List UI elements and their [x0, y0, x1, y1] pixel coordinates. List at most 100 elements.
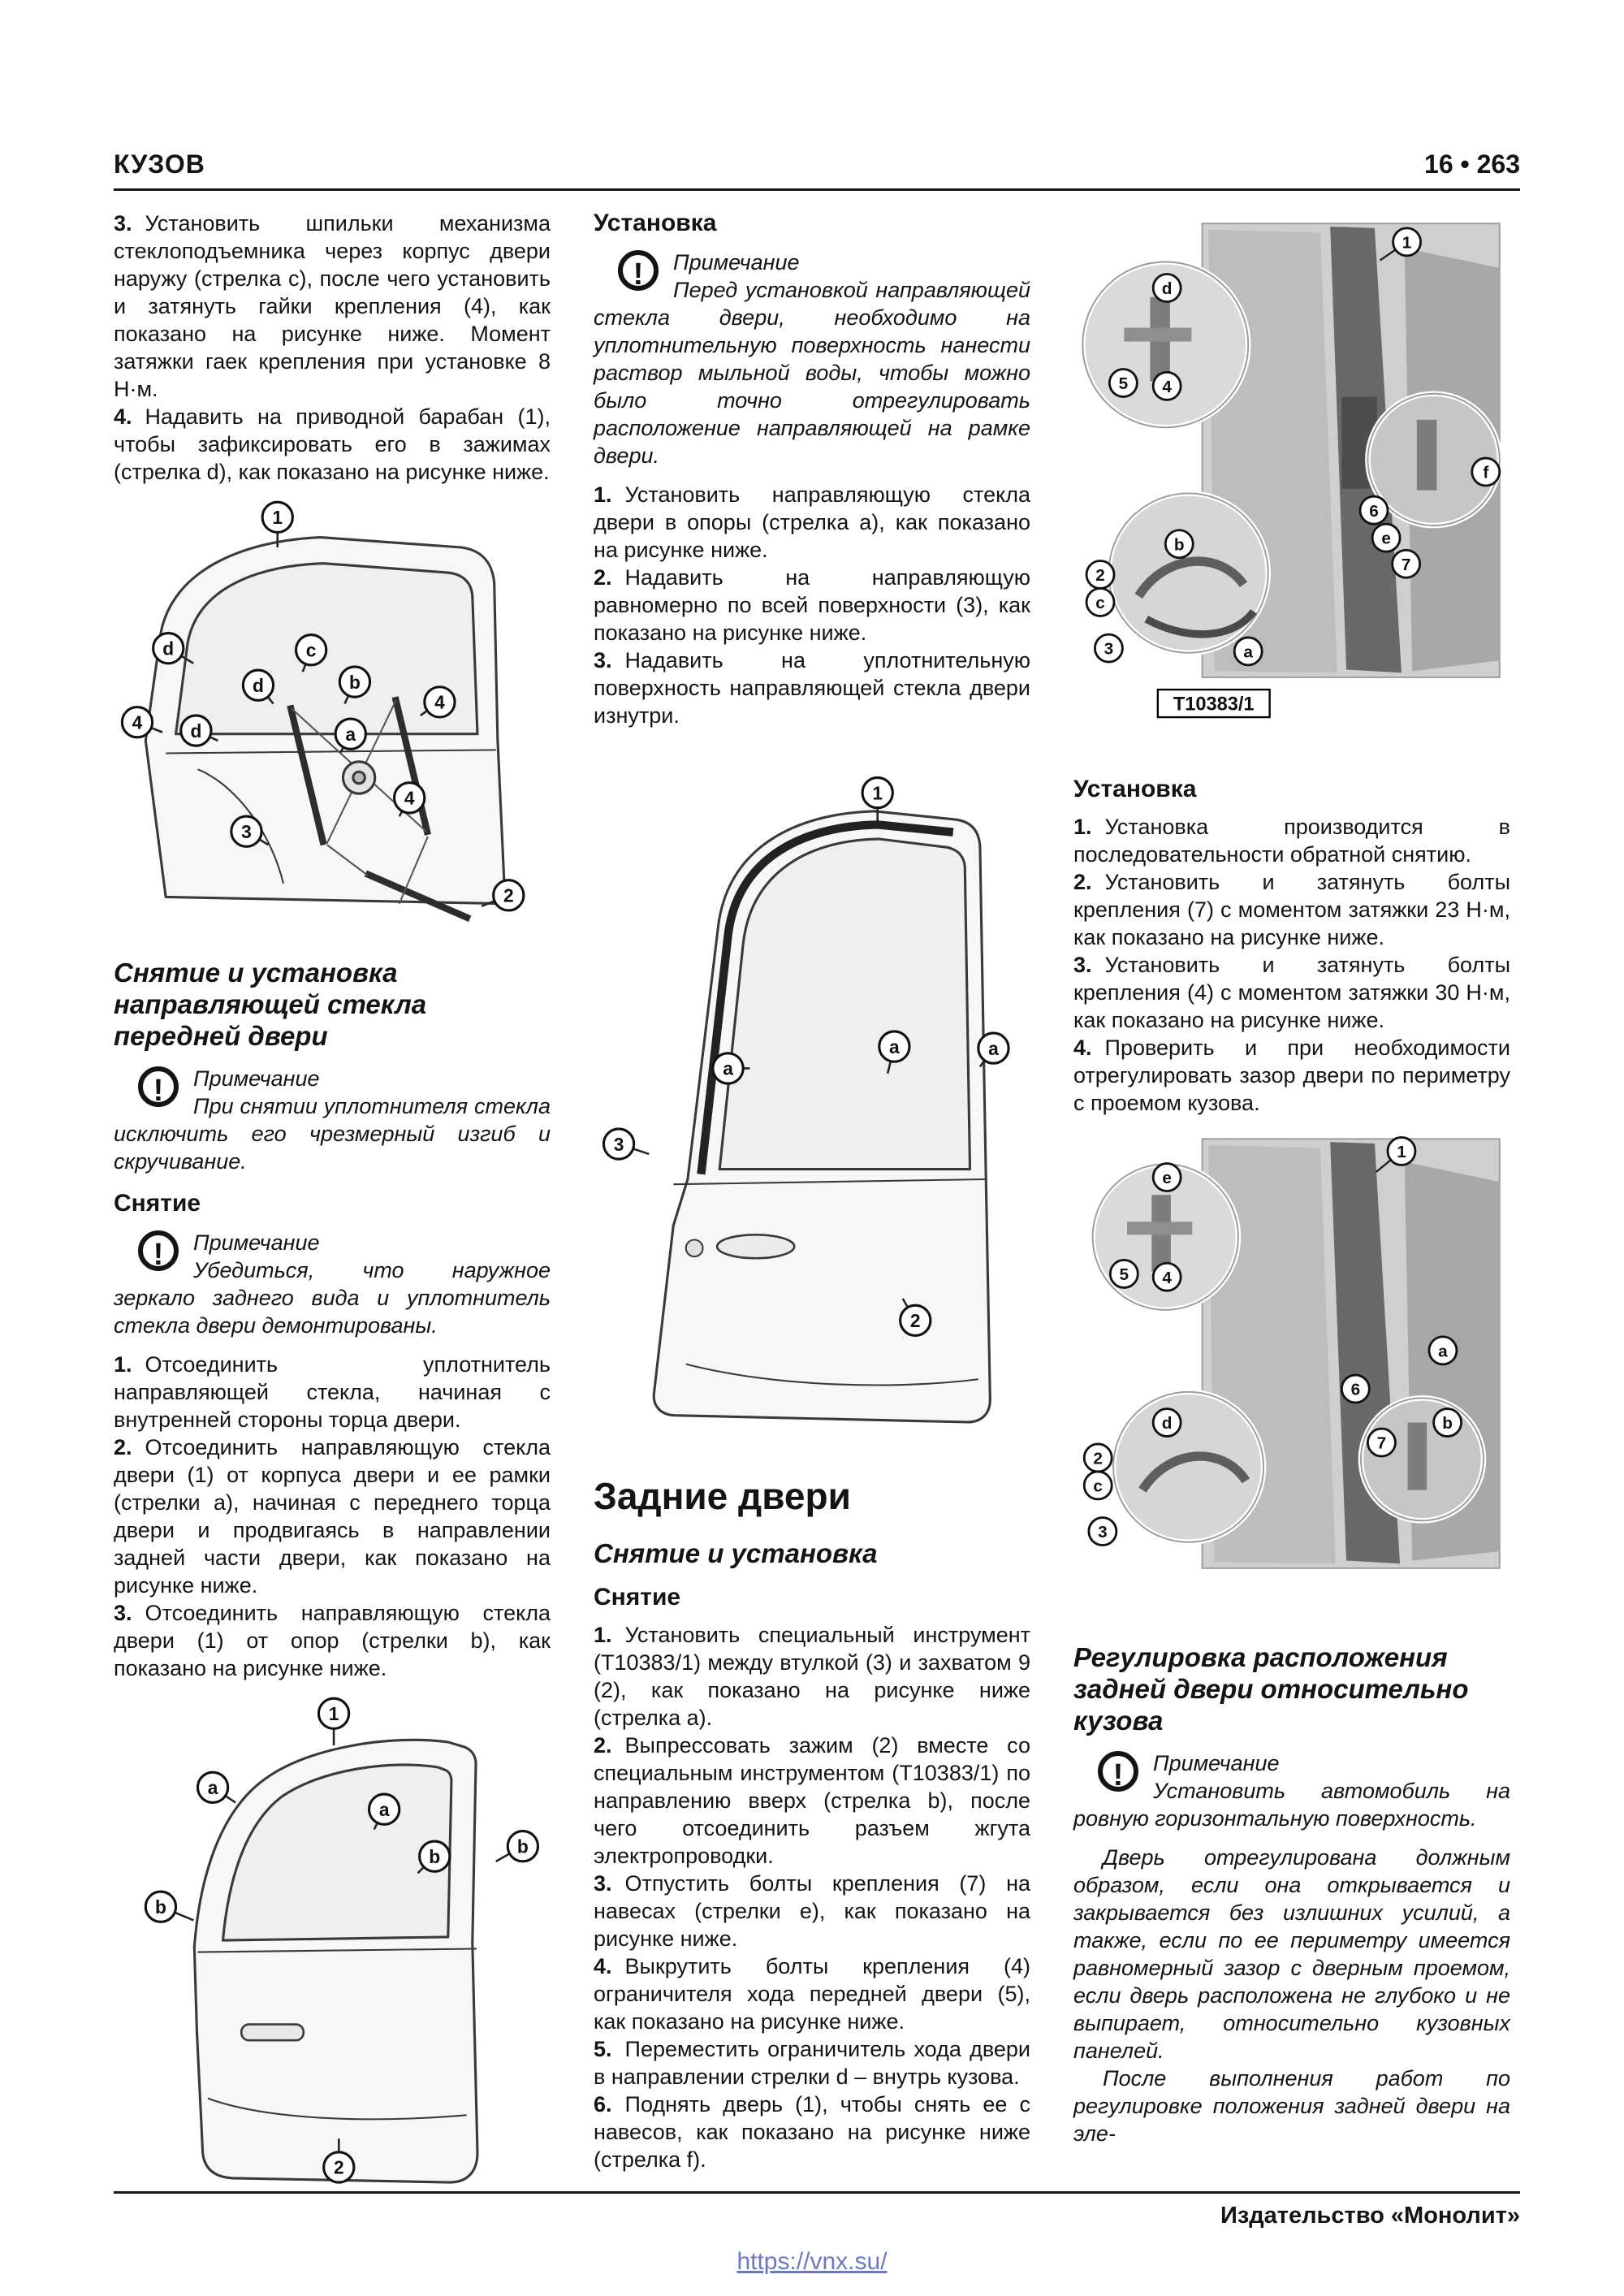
note-block: ! Примечание Установить автомобиль на ро… — [1073, 1748, 1510, 1832]
svg-text:4: 4 — [404, 788, 415, 809]
svg-text:d: d — [1162, 279, 1173, 298]
figure-callout: 2 — [1082, 1442, 1113, 1473]
figure-callout: b — [1432, 1407, 1463, 1438]
column-middle: Установка ! Примечание Перед установкой … — [594, 210, 1030, 2173]
note-title: Примечание — [193, 1230, 320, 1255]
figure-callout: a — [1233, 636, 1263, 667]
warning-icon: ! — [138, 1066, 179, 1108]
figure-callout: 7 — [1391, 548, 1422, 579]
figure-callout: 3 — [230, 815, 270, 848]
figure-callout: 2 — [481, 879, 525, 912]
svg-text:2: 2 — [334, 2157, 344, 2178]
subsection-heading-install: Установка — [594, 210, 717, 236]
figure-callout: b — [1164, 529, 1194, 560]
svg-text:a: a — [379, 1799, 390, 1820]
header-divider — [114, 188, 1520, 191]
figure-callout: 2 — [1085, 560, 1116, 590]
svg-text:c: c — [306, 640, 317, 661]
svg-text:3: 3 — [241, 821, 252, 842]
figure-callout: b — [417, 1840, 451, 1874]
step-item: 1.Установка производится в последователь… — [1073, 813, 1510, 868]
section-heading: Регулировка расположения задней двери от… — [1073, 1641, 1469, 1736]
figure-callout: c — [294, 633, 328, 672]
publisher-credit: Издательство «Монолит» — [1220, 2203, 1520, 2229]
svg-text:2: 2 — [1095, 566, 1105, 585]
figure-callout: e — [1371, 522, 1402, 553]
figure-callout: 3 — [1094, 633, 1124, 664]
svg-text:d: d — [1162, 1414, 1173, 1433]
figure-callout: f — [1471, 456, 1501, 487]
step-number: 2. — [594, 565, 612, 590]
footer-divider — [114, 2191, 1520, 2194]
note-title: Примечание — [1153, 1750, 1280, 1775]
column-left: 3.Установить шпильки механизма стеклопод… — [114, 210, 551, 2212]
svg-text:a: a — [889, 1036, 900, 1057]
step-text: Переместить ограничитель хода двери в на… — [594, 2037, 1030, 2090]
figure-callout: a — [367, 1792, 401, 1831]
figure-door-glass-guide: 1 a a a 3 2 — [594, 742, 1030, 1448]
svg-text:b: b — [429, 1846, 440, 1867]
step-number: 6. — [594, 2092, 612, 2117]
body-paragraph: Дверь отрегулирована должным образом, ес… — [1073, 1844, 1510, 2063]
svg-text:d: d — [162, 638, 174, 659]
svg-text:b: b — [1174, 535, 1185, 554]
step-text: Выпрессовать зажим (2) вместе со специал… — [594, 1733, 1030, 1869]
figure-callout: 6 — [1340, 1373, 1371, 1404]
note-title: Примечание — [193, 1066, 320, 1091]
step-item: 3.Надавить на уплотнительную поверхность… — [594, 646, 1030, 729]
svg-text:7: 7 — [1377, 1434, 1387, 1453]
svg-text:6: 6 — [1351, 1380, 1361, 1399]
svg-text:1: 1 — [272, 507, 283, 528]
svg-text:3: 3 — [1098, 1523, 1108, 1541]
step-text: Поднять дверь (1), чтобы снять ее с наве… — [594, 2092, 1030, 2173]
figure-callout: a — [1427, 1335, 1458, 1366]
note-text: Убедиться, что наружное зеркало заднего … — [114, 1258, 551, 1338]
warning-icon: ! — [618, 250, 659, 292]
front-door-tall-illustration — [652, 810, 991, 1424]
figure-callout: d — [1151, 273, 1182, 303]
section-heading: Снятие и установка направляющей стекла п… — [114, 958, 427, 1051]
step-text: Установка производится в последовательно… — [1073, 814, 1510, 867]
chapter-heading: Задние двери — [594, 1475, 851, 1518]
note-block: ! Примечание Убедиться, что наружное зер… — [114, 1227, 551, 1339]
step-item: 2.Выпрессовать зажим (2) вместе со специ… — [594, 1732, 1030, 1870]
figure-callout: 1 — [1379, 227, 1422, 262]
front-door-illustration — [192, 1738, 479, 2184]
step-number: 5. — [594, 2037, 612, 2062]
subsection-heading-removal: Снятие — [114, 1190, 201, 1217]
warning-icon: ! — [1098, 1750, 1138, 1792]
figure-callout: a — [878, 1030, 911, 1074]
figure-callout: c — [1085, 587, 1116, 617]
svg-text:e: e — [1162, 1169, 1172, 1187]
subsection-heading-removal: Снятие — [594, 1584, 681, 1611]
step-number: 1. — [594, 482, 612, 507]
step-number: 3. — [594, 648, 612, 672]
step-text: Отсоединить уплотнитель направляющей сте… — [114, 1352, 551, 1432]
figure-door-glass-guide-svg: 1 a a a 3 2 — [602, 776, 1010, 1424]
step-text: Надавить на уплотнительную поверхность н… — [594, 648, 1030, 728]
svg-text:4: 4 — [132, 711, 143, 733]
svg-text:d: d — [190, 720, 201, 742]
figure-callout: d — [241, 668, 275, 705]
svg-text:e: e — [1381, 530, 1391, 548]
svg-text:a: a — [723, 1058, 733, 1079]
svg-text:3: 3 — [1104, 640, 1114, 659]
svg-text:4: 4 — [1162, 378, 1172, 396]
svg-text:2: 2 — [503, 885, 514, 906]
svg-text:2: 2 — [910, 1310, 921, 1331]
svg-text:5: 5 — [1120, 1265, 1129, 1284]
step-number: 1. — [1073, 814, 1092, 839]
figure-callout: 1 — [861, 776, 894, 824]
figure-callout: 6 — [1358, 495, 1389, 525]
svg-text:a: a — [988, 1038, 999, 1059]
figure-callout: a — [196, 1771, 236, 1804]
svg-text:b: b — [517, 1836, 529, 1857]
watermark-link[interactable]: https://vnx.su/ — [736, 2248, 888, 2275]
svg-text:b: b — [155, 1896, 166, 1918]
svg-text:3: 3 — [614, 1134, 624, 1155]
figure-callout: 7 — [1367, 1427, 1397, 1458]
